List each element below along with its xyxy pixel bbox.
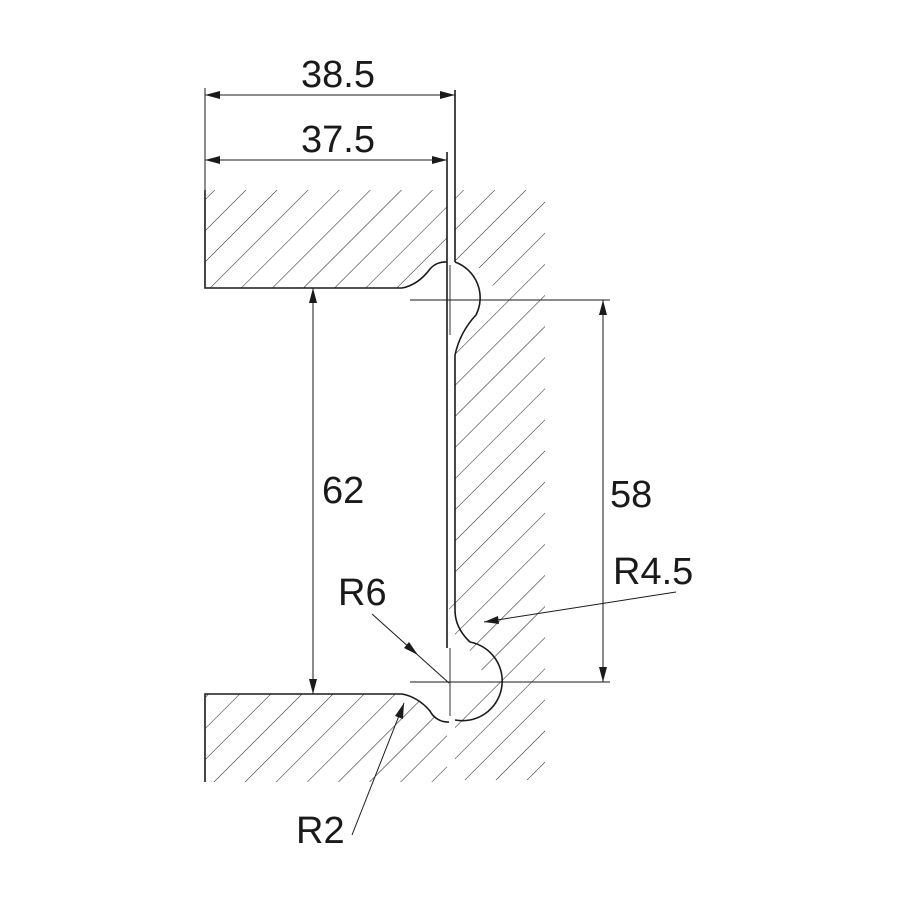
radius-r6-callout: R6: [338, 572, 450, 684]
dimension-37-5: 37.5: [205, 119, 447, 164]
dimension-38-5: 38.5: [205, 54, 455, 99]
svg-text:R6: R6: [338, 572, 387, 614]
right-section: [448, 190, 545, 780]
svg-text:R2: R2: [296, 810, 345, 852]
svg-text:38.5: 38.5: [301, 54, 375, 96]
slot-lines: [446, 90, 456, 648]
radius-r2-callout: R2: [296, 702, 405, 852]
svg-text:62: 62: [322, 470, 364, 512]
dimension-58: 58: [599, 300, 652, 682]
top-left-section: [204, 190, 448, 289]
extension-lines: [204, 88, 610, 683]
svg-text:58: 58: [610, 474, 652, 516]
svg-text:37.5: 37.5: [301, 119, 375, 161]
dimension-62: 62: [309, 288, 364, 694]
center-marks: [410, 265, 500, 716]
radius-r4-5-callout: R4.5: [483, 551, 693, 624]
svg-text:R4.5: R4.5: [613, 551, 693, 593]
bottom-left-section: [204, 693, 450, 782]
